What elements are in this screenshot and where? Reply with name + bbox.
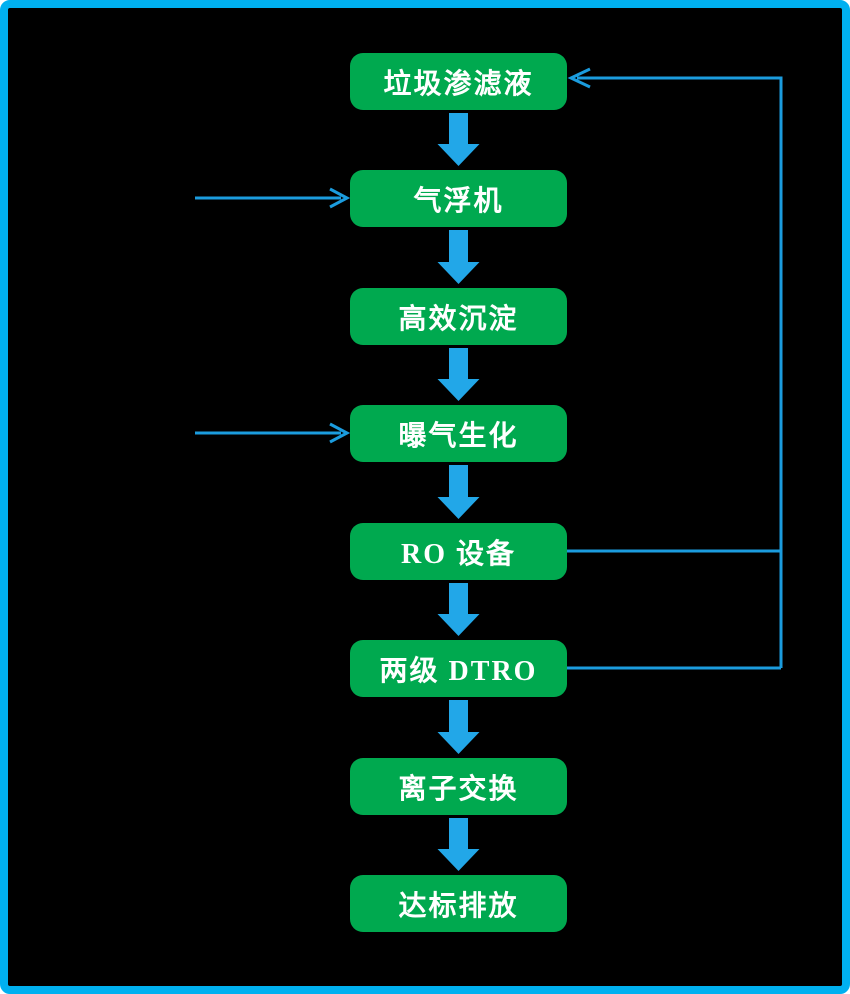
node-air-flotation: 气浮机	[350, 170, 567, 227]
node-two-stage-dtro: 两级 DTRO	[350, 640, 567, 697]
recycle-arrow-head	[567, 67, 591, 89]
node-air-flotation-label: 气浮机	[413, 185, 504, 217]
recycle-riser	[577, 76, 783, 668]
flow-arrow-down-6	[437, 700, 480, 754]
node-sedimentation-label: 高效沉淀	[398, 303, 519, 335]
node-two-stage-dtro-label: 两级 DTRO	[379, 655, 538, 687]
flow-arrow-down-3	[437, 348, 480, 401]
flow-arrow-down-1	[437, 113, 480, 166]
flow-arrow-down-5	[437, 583, 480, 636]
node-aeration: 曝气生化	[350, 405, 567, 462]
node-discharge-label: 达标排放	[398, 890, 519, 922]
flow-arrow-down-2	[437, 230, 480, 284]
node-aeration-label: 曝气生化	[398, 420, 519, 452]
input-arrow-air-flotation-head	[329, 187, 351, 209]
node-leachate: 垃圾渗滤液	[350, 53, 567, 110]
input-arrow-aeration-head	[329, 422, 351, 444]
flow-arrow-down-4	[437, 465, 480, 519]
node-ro-equipment: RO 设备	[350, 523, 567, 580]
node-sedimentation: 高效沉淀	[350, 288, 567, 345]
flow-arrow-down-7	[437, 818, 480, 871]
node-ro-equipment-label: RO 设备	[400, 538, 516, 570]
node-leachate-label: 垃圾渗滤液	[383, 68, 534, 100]
node-ion-exchange-label: 离子交换	[398, 773, 519, 805]
node-ion-exchange: 离子交换	[350, 758, 567, 815]
node-discharge: 达标排放	[350, 875, 567, 932]
